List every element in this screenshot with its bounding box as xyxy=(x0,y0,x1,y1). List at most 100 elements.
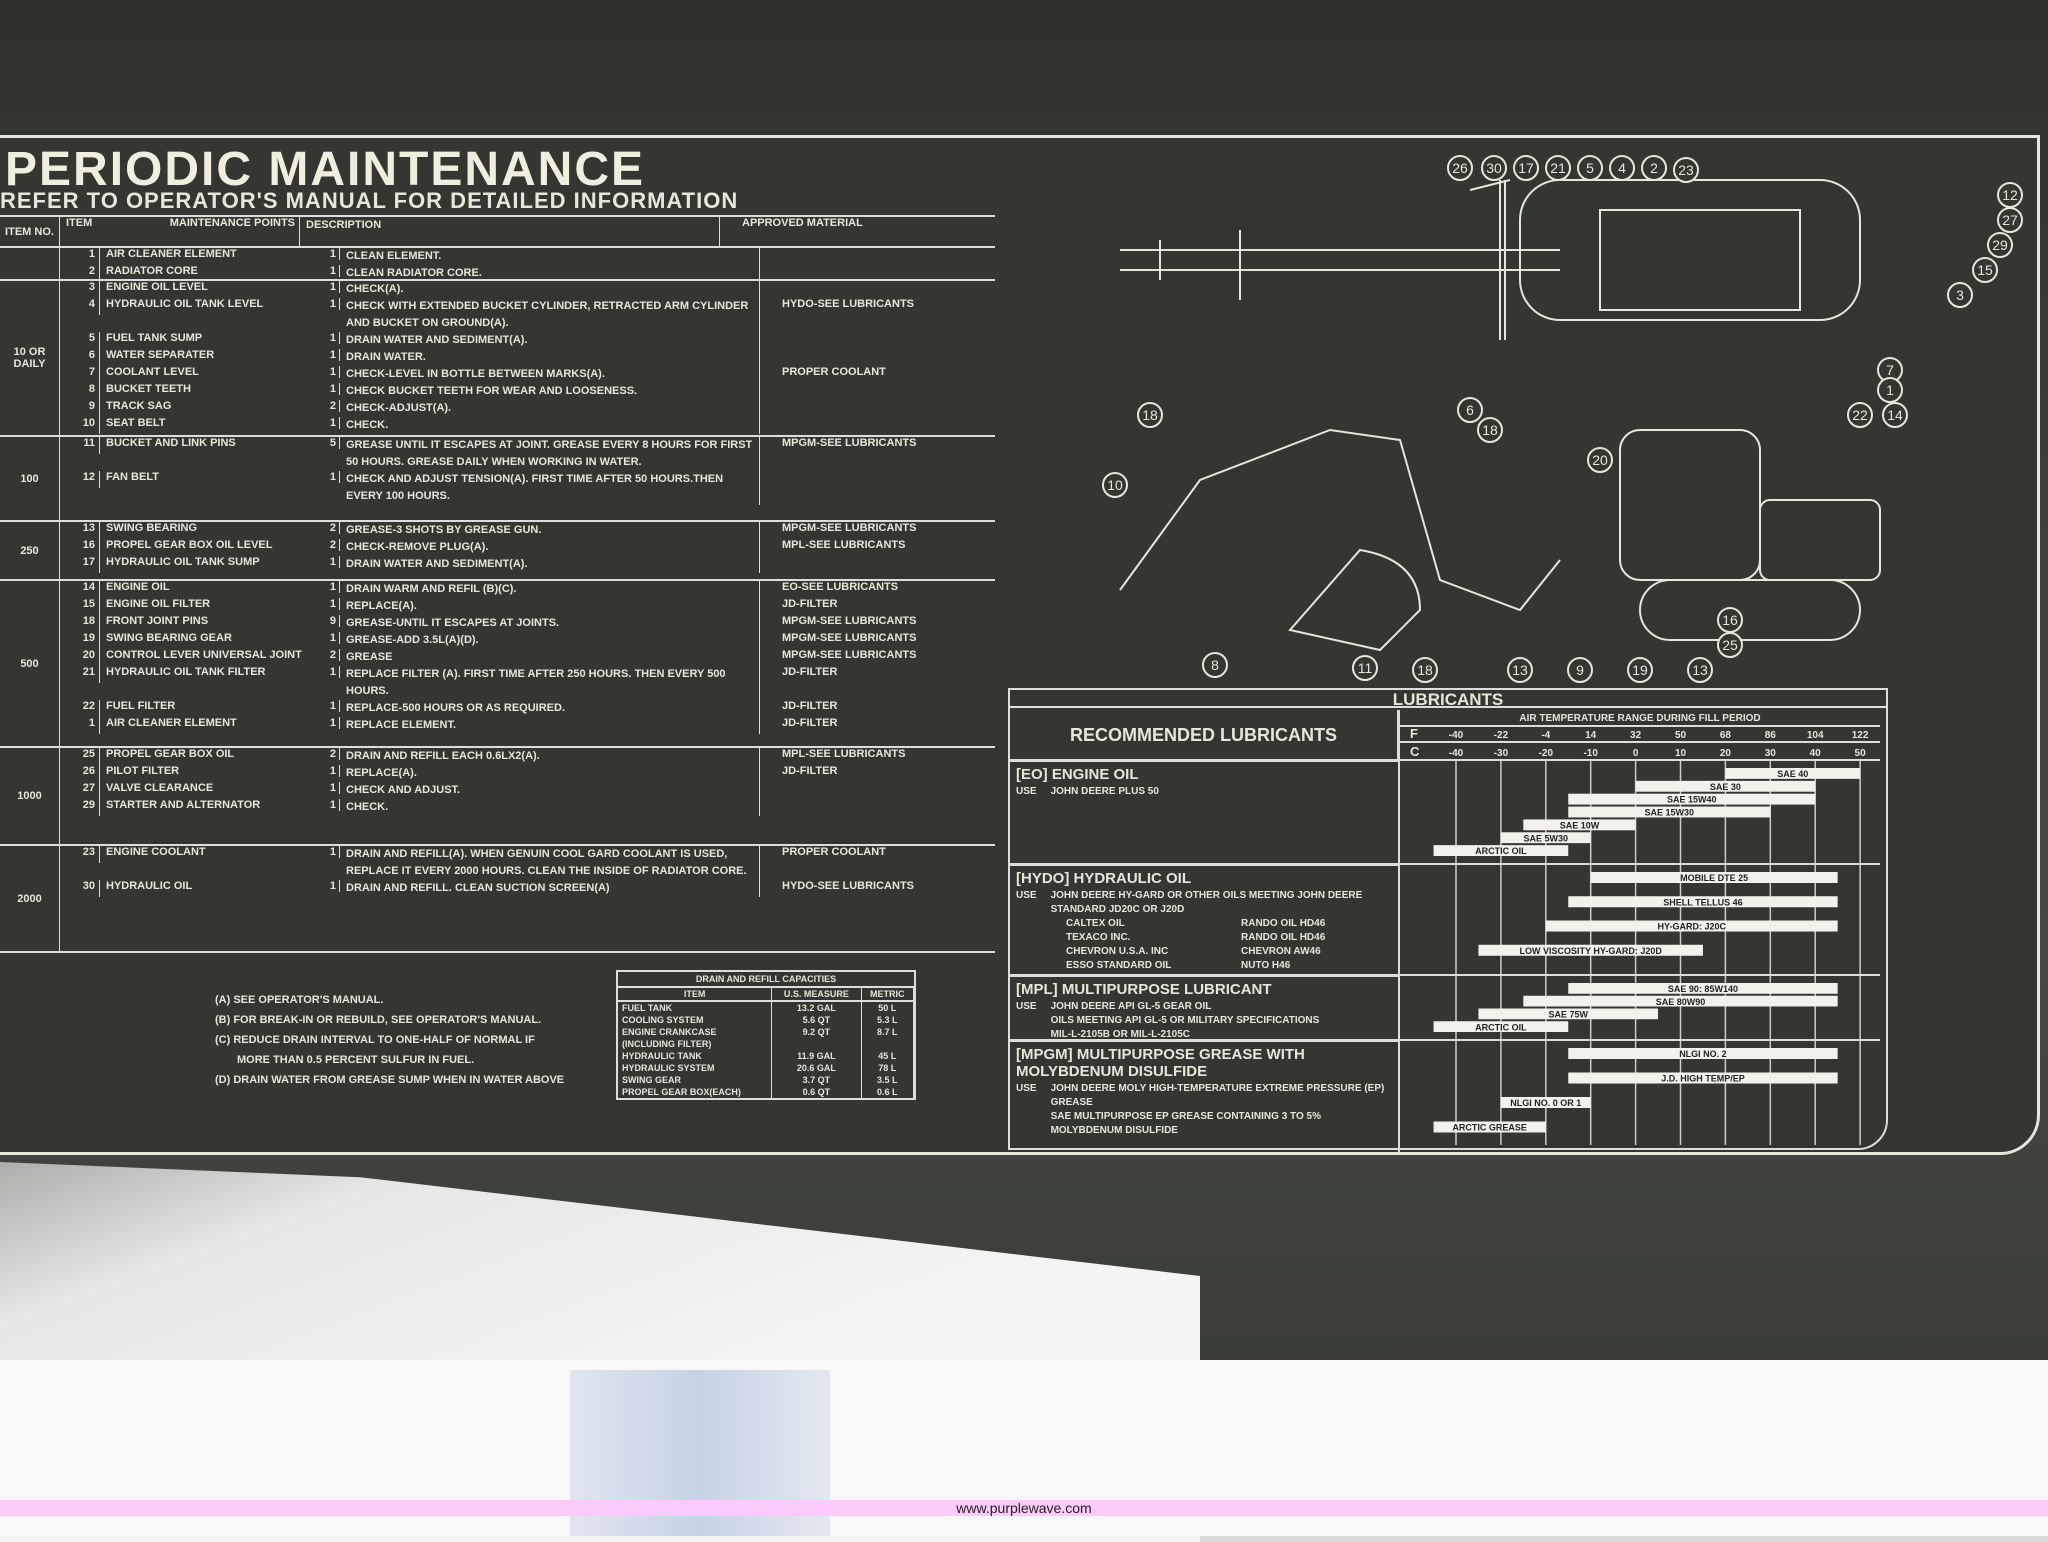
recommended-lubricants-heading: RECOMMENDED LUBRICANTS xyxy=(1010,710,1399,760)
points-count: 1 xyxy=(320,846,340,858)
capacities-col-header: METRIC xyxy=(861,988,914,1002)
interval-hours: 1000 xyxy=(0,748,60,844)
points-count: 1 xyxy=(320,556,340,568)
callout-marker: 15 xyxy=(1972,257,1998,283)
approved-material: MPGM-SEE LUBRICANTS xyxy=(782,632,917,644)
points-count: 1 xyxy=(320,349,340,361)
brand-product: CHEVRON AW46 xyxy=(1241,946,1321,957)
temperature-range-bar: SAE 30 xyxy=(1635,780,1816,792)
points-count: 1 xyxy=(320,471,340,483)
callout-marker: 20 xyxy=(1587,447,1613,473)
item-number: 17 xyxy=(60,556,100,573)
points-count: 2 xyxy=(320,400,340,412)
f-tick-label: -4 xyxy=(1541,730,1550,741)
item-number: 22 xyxy=(60,700,100,717)
item-number: 18 xyxy=(60,615,100,632)
footnotes: (A) SEE OPERATOR'S MANUAL.(B) FOR BREAK-… xyxy=(215,990,564,1090)
callout-number: 11 xyxy=(1358,660,1373,676)
callout-number: 27 xyxy=(2002,212,2018,228)
item-name: FUEL FILTER xyxy=(106,700,176,712)
header-item: ITEM xyxy=(66,217,93,229)
bar-label: SAE 15W30 xyxy=(1645,808,1695,818)
item-name: HYDRAULIC OIL TANK SUMP xyxy=(106,556,260,568)
capacity-cell: 3.7 QT xyxy=(771,1074,862,1086)
item-description: DRAIN AND REFILL. CLEAN SUCTION SCREEN(A… xyxy=(340,880,760,897)
top-view-blade xyxy=(1469,179,1511,340)
callout-marker: 16 xyxy=(1717,607,1743,633)
lubricant-name: [MPL] MULTIPURPOSE LUBRICANT xyxy=(1016,981,1272,998)
capacity-cell: ENGINE CRANKCASE xyxy=(618,1026,773,1038)
item-number: 16 xyxy=(60,539,100,556)
callout-number: 30 xyxy=(1486,160,1502,176)
item-name: ENGINE OIL LEVEL xyxy=(106,281,208,293)
item-description: REPLACE FILTER (A). FIRST TIME AFTER 250… xyxy=(340,666,760,700)
brand-product: RANDO OIL HD46 xyxy=(1241,932,1326,943)
capacity-cell: 0.6 QT xyxy=(771,1086,862,1098)
item-description: GREASE-3 SHOTS BY GREASE GUN. xyxy=(340,522,760,539)
header-points: MAINTENANCE POINTS xyxy=(169,217,295,229)
f-tick-label: 32 xyxy=(1630,730,1642,741)
item-name: HYDRAULIC OIL TANK FILTER xyxy=(106,666,266,678)
points-count: 2 xyxy=(320,539,340,551)
item-description: CLEAN RADIATOR CORE. xyxy=(340,265,760,282)
points-count: 1 xyxy=(320,700,340,712)
item-number: 25 xyxy=(60,748,100,765)
bar-label: SAE 5W30 xyxy=(1524,833,1569,843)
callout-number: 2 xyxy=(1650,160,1658,176)
callout-number: 15 xyxy=(1977,262,1993,278)
callout-marker: 18 xyxy=(1412,657,1438,683)
item-description: DRAIN WATER AND SEDIMENT(A). xyxy=(340,556,760,573)
lubricant-section: [MPGM] MULTIPURPOSE GREASE WITH MOLYBDEN… xyxy=(1010,1040,1399,1142)
f-tick-label: 68 xyxy=(1720,730,1732,741)
item-description: CHECK BUCKET TEETH FOR WEAR AND LOOSENES… xyxy=(340,383,760,400)
bar-label: NLGI NO. 0 OR 1 xyxy=(1510,1098,1581,1108)
item-number: 15 xyxy=(60,598,100,615)
bar-label: HY-GARD: J20C xyxy=(1657,922,1726,932)
callout-marker: 11 xyxy=(1352,655,1378,681)
item-description: GREASE-UNTIL IT ESCAPES AT JOINTS. xyxy=(340,615,760,632)
item-description: REPLACE-500 HOURS OR AS REQUIRED. xyxy=(340,700,760,717)
points-count: 2 xyxy=(320,649,340,661)
use-label: USE xyxy=(1016,890,1037,901)
callout-marker: 10 xyxy=(1102,472,1128,498)
bucket xyxy=(1288,548,1422,652)
item-name: SWING BEARING xyxy=(106,522,198,534)
approved-material: MPGM-SEE LUBRICANTS xyxy=(782,522,917,534)
capacity-cell: 5.3 L xyxy=(861,1014,914,1026)
item-name: SWING BEARING GEAR xyxy=(106,632,232,644)
item-name: FRONT JOINT PINS xyxy=(106,615,209,627)
temperature-range-bar: SAE 90: 85W140 xyxy=(1568,983,1838,994)
item-name: STARTER AND ALTERNATOR xyxy=(106,799,261,811)
footnote: (D) DRAIN WATER FROM GREASE SUMP WHEN IN… xyxy=(215,1074,565,1086)
item-name: ENGINE COOLANT xyxy=(106,846,206,858)
temperature-range-bar: ARCTIC OIL xyxy=(1433,1021,1569,1032)
callout-marker: 30 xyxy=(1481,155,1507,181)
item-number: 20 xyxy=(60,649,100,666)
approved-material: MPGM-SEE LUBRICANTS xyxy=(782,649,917,661)
item-number: 1 xyxy=(60,717,100,734)
points-count: 1 xyxy=(320,598,340,610)
bar-label: J.D. HIGH TEMP/EP xyxy=(1661,1074,1745,1084)
fahrenheit-label: F xyxy=(1410,726,1418,741)
approved-material: JD-FILTER xyxy=(782,598,838,610)
f-tick-label: -40 xyxy=(1449,730,1464,741)
approved-material: JD-FILTER xyxy=(782,717,838,729)
f-tick-label: 86 xyxy=(1765,730,1777,741)
item-number: 19 xyxy=(60,632,100,649)
f-tick-label: 14 xyxy=(1585,730,1597,741)
c-tick-label: 0 xyxy=(1633,748,1639,759)
callout-number: 4 xyxy=(1618,160,1626,176)
points-count: 2 xyxy=(320,748,340,760)
